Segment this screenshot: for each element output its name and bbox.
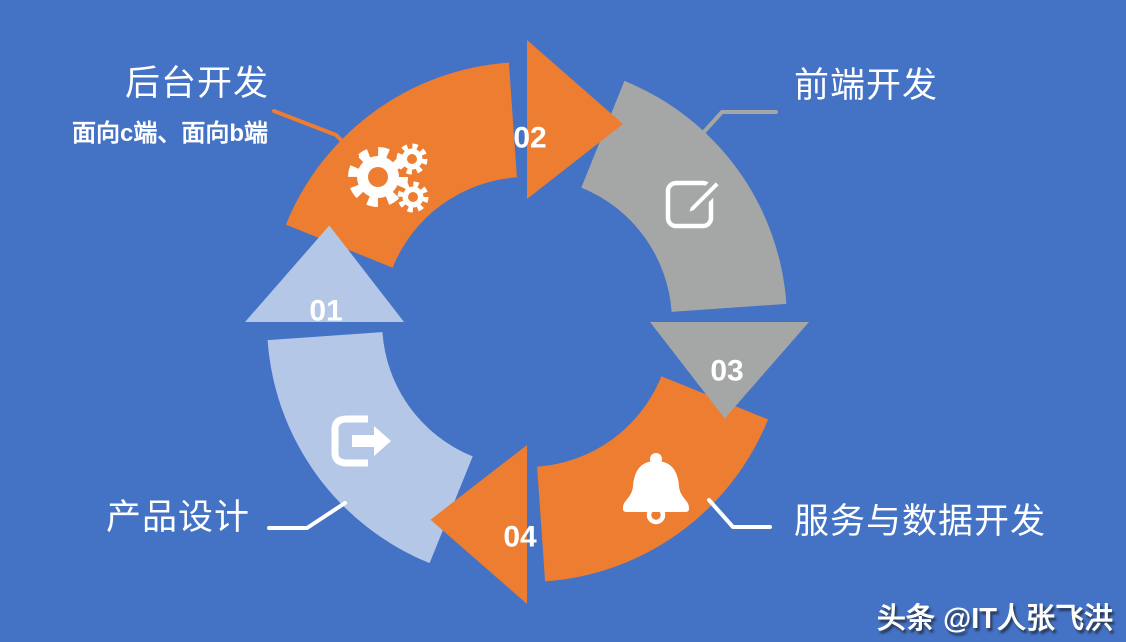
segment-03-number: 03 (710, 355, 743, 388)
segment-04-number: 04 (503, 521, 537, 554)
segment-03-arrow-head (650, 322, 809, 419)
label-product-design: 产品设计 (106, 498, 251, 537)
export-bracket (331, 415, 368, 467)
segment-04-arrow-head (430, 445, 527, 604)
export-arrow (352, 426, 391, 456)
gear-large (348, 147, 408, 207)
label-service-data-dev: 服务与数据开发 (794, 502, 1047, 541)
segment-01-arrow-band (267, 332, 473, 564)
export-arrow-icon (331, 415, 391, 467)
gear-small-bottom (397, 181, 429, 213)
bell-body (623, 461, 689, 512)
connector-product (267, 501, 347, 530)
edit-pencil-icon (665, 175, 726, 229)
segment-01-arrow-head (245, 225, 404, 322)
segment-02-arrow-head (527, 40, 623, 199)
label-backend-dev: 后台开发 (125, 64, 270, 103)
segment-01-number: 01 (309, 295, 342, 328)
label-backend-dev-subtitle: 面向c端、面向b端 (72, 120, 269, 147)
connector-backend (272, 109, 359, 158)
watermark: 头条@IT人张飞洪 (877, 595, 1113, 637)
bell-icon (623, 453, 689, 525)
label-frontend-dev: 前端开发 (794, 66, 939, 105)
gear-small-top (396, 143, 428, 175)
watermark-brand: 头条 (876, 603, 935, 635)
segment-02-number: 02 (513, 122, 546, 155)
gears-icon (348, 143, 429, 213)
watermark-handle: @IT人张飞洪 (942, 603, 1113, 635)
segment-03-arrow-band (581, 80, 787, 312)
connector-frontend (681, 110, 778, 157)
connector-service-data (707, 498, 772, 529)
